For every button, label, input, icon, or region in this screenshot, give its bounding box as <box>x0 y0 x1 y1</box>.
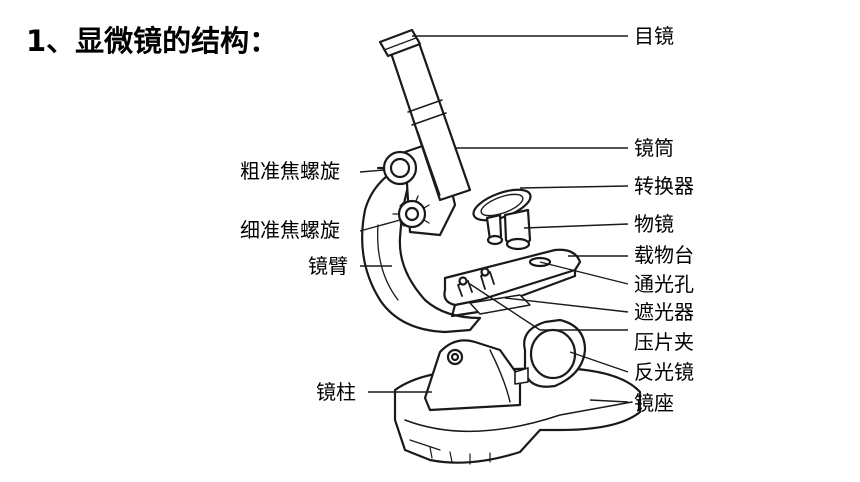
leader-stage-clip <box>469 283 541 331</box>
label-diaphragm: 遮光器 <box>634 300 694 324</box>
label-fine-focus: 细准焦螺旋 <box>240 218 340 242</box>
label-base: 镜座 <box>634 391 674 415</box>
microscope-pillar <box>423 339 522 412</box>
label-nosepiece: 转换器 <box>634 174 694 198</box>
leader-coarse-focus <box>359 169 385 173</box>
label-objective: 物镜 <box>634 212 674 236</box>
leader-mirror <box>569 351 629 373</box>
label-mirror: 反光镜 <box>634 360 694 384</box>
label-stage: 载物台 <box>634 243 694 267</box>
label-stage-clip: 压片夹 <box>634 330 694 354</box>
label-pillar: 镜柱 <box>316 380 356 404</box>
label-eyepiece: 目镜 <box>634 24 674 48</box>
leader-fine-focus <box>359 219 401 232</box>
leader-aperture <box>539 261 629 285</box>
microscope-eyepiece <box>378 28 422 58</box>
leader-diaphragm <box>504 297 629 313</box>
page-title: 1、显微镜的结构： <box>26 24 279 58</box>
leader-objective <box>523 223 629 229</box>
leader-nosepiece <box>519 185 629 189</box>
label-tube: 镜筒 <box>634 136 674 160</box>
label-coarse-focus: 粗准焦螺旋 <box>240 159 340 183</box>
label-arm: 镜臂 <box>308 254 348 278</box>
label-aperture: 通光孔 <box>634 272 694 296</box>
leader-base <box>589 399 629 403</box>
